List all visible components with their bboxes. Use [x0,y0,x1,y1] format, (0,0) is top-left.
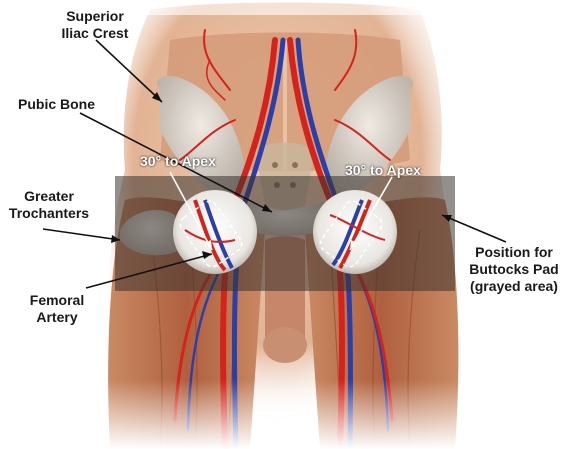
label-greater-trochanters-line1: Greater [4,188,94,205]
label-buttocks-pad-line3: (grayed area) [462,278,566,295]
right-hip-joint [313,190,397,274]
label-femoral-artery-line1: Femoral [22,292,92,309]
label-superior-iliac-crest-line2: Iliac Crest [40,25,150,42]
label-buttocks-pad: Position for Buttocks Pad (grayed area) [462,244,566,295]
label-femoral-artery: Femoral Artery [22,292,92,326]
leader-trochanters [43,229,120,240]
label-pubic-bone: Pubic Bone [18,96,95,113]
label-superior-iliac-crest-line1: Superior [40,8,150,25]
label-femoral-artery-line2: Artery [22,309,92,326]
label-buttocks-pad-line2: Buttocks Pad [462,261,566,278]
label-buttocks-pad-line1: Position for [462,244,566,261]
buttocks-pad-band [115,176,455,291]
label-greater-trochanters: Greater Trochanters [4,188,94,222]
label-apex-left: 30° to Apex [140,153,216,169]
label-greater-trochanters-line2: Trochanters [4,205,94,222]
label-apex-right: 30° to Apex [345,162,421,178]
label-superior-iliac-crest: Superior Iliac Crest [40,8,150,42]
